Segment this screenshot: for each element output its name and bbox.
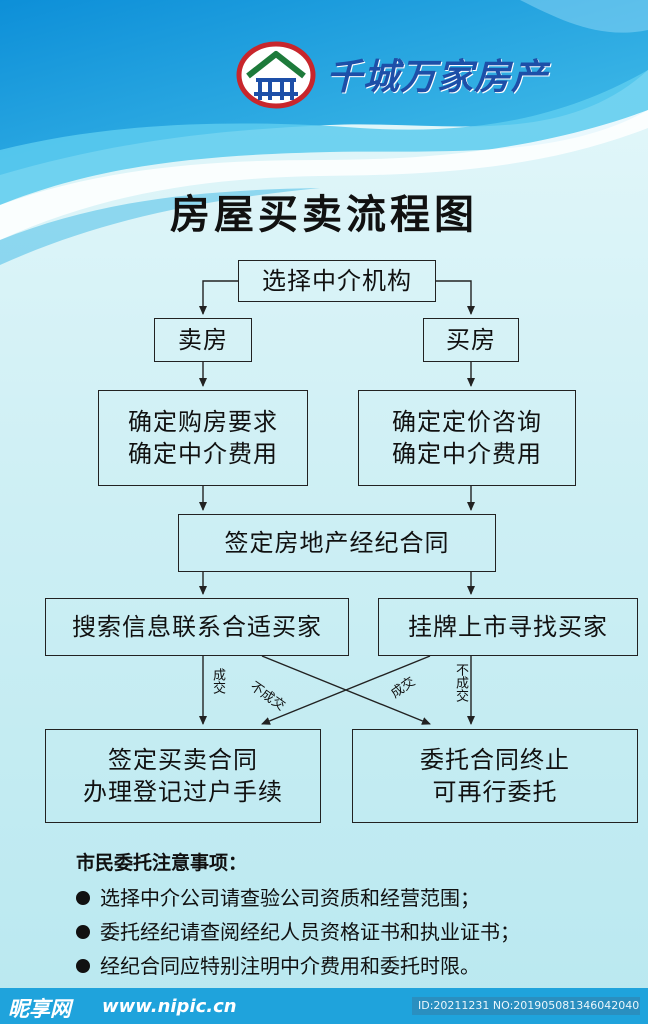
bullet-icon: [76, 924, 90, 939]
bullet-icon: [76, 890, 90, 905]
edge-label-no-deal-right: 不成交: [453, 663, 468, 702]
notes-title: 市民委托注意事项：: [76, 852, 248, 874]
watermark-site-name: 昵享网: [8, 997, 71, 1021]
watermark-url[interactable]: www.nipic.cn: [102, 996, 237, 1017]
note-item: 委托经纪请查阅经纪人员资格证书和执业证书；: [76, 915, 520, 949]
note-item: 经纪合同应特别注明中介费用和委托时限。: [76, 949, 520, 983]
node-success: 签定买卖合同 办理登记过户手续: [45, 729, 321, 823]
page-title: 房屋买卖流程图: [170, 192, 478, 238]
watermark-id: ID:20211231 NO:20190508134604204084: [412, 997, 640, 1015]
node-sign-contract: 签定房地产经纪合同: [178, 514, 496, 572]
node-search-buyers: 搜索信息联系合适买家: [45, 598, 349, 656]
edge-label-deal-left: 成交: [210, 668, 225, 694]
bullet-icon: [76, 958, 90, 973]
notes-section: 市民委托注意事项： 选择中介公司请查验公司资质和经营范围； 委托经纪请查阅经纪人…: [76, 848, 520, 983]
brand: 千城万家房产: [236, 38, 548, 110]
node-sell: 卖房: [154, 318, 252, 362]
node-buy-pricing: 确定定价咨询 确定中介费用: [358, 390, 576, 486]
node-terminate: 委托合同终止 可再行委托: [352, 729, 638, 823]
node-list-market: 挂牌上市寻找买家: [378, 598, 638, 656]
house-logo-icon: [236, 41, 316, 109]
node-choose-agency: 选择中介机构: [238, 260, 436, 302]
brand-name: 千城万家房产: [326, 57, 549, 98]
node-buy: 买房: [423, 318, 519, 362]
node-sell-requirements: 确定购房要求 确定中介费用: [98, 390, 308, 486]
note-item: 选择中介公司请查验公司资质和经营范围；: [76, 881, 520, 915]
